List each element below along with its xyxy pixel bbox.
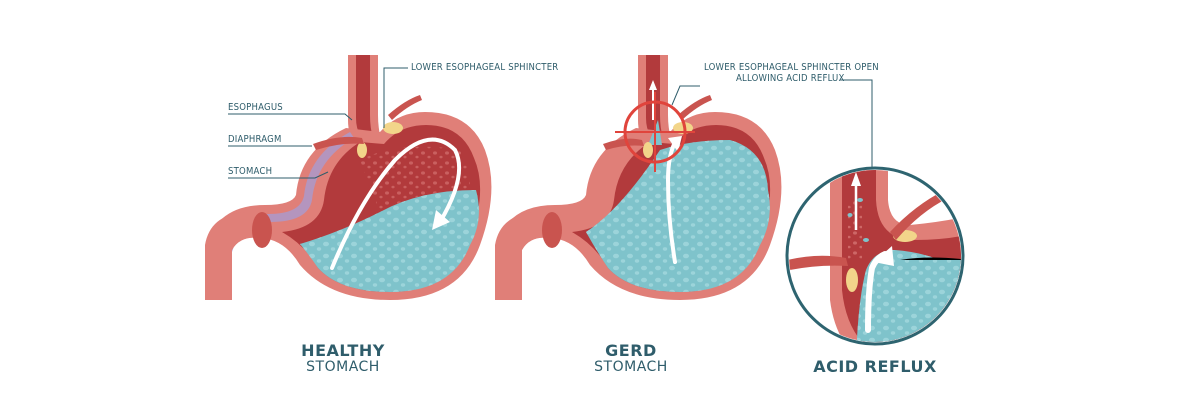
caption-gerd-title: GERD bbox=[605, 341, 657, 360]
caption-healthy-sub: STOMACH bbox=[306, 359, 380, 375]
caption-gerd-sub: STOMACH bbox=[594, 359, 668, 375]
label-stomach: STOMACH bbox=[228, 166, 273, 177]
label-sphincter-open-line2: ALLOWING ACID REFLUX bbox=[736, 73, 845, 84]
gerd-stomach-drawing bbox=[495, 55, 782, 300]
label-sphincter-open-line1: LOWER ESOPHAGEAL SPHINCTER OPEN bbox=[704, 62, 879, 73]
caption-healthy-title: HEALTHY bbox=[301, 341, 385, 360]
label-diaphragm: DIAPHRAGM bbox=[228, 134, 282, 145]
healthy-flow-arrow bbox=[330, 137, 462, 270]
healthy-diaphragm bbox=[313, 136, 364, 150]
healthy-leader-lines bbox=[228, 67, 408, 179]
acid-reflux-zoom-circle bbox=[785, 166, 965, 346]
label-esophagus: ESOPHAGUS bbox=[228, 102, 283, 113]
gerd-leader-lines bbox=[671, 79, 873, 168]
label-lower-esophageal-sphincter: LOWER ESOPHAGEAL SPHINCTER bbox=[411, 62, 559, 73]
caption-acid-reflux: ACID REFLUX bbox=[813, 357, 937, 376]
healthy-stomach-drawing bbox=[205, 55, 492, 300]
gerd-reflux-arrow bbox=[665, 138, 678, 264]
